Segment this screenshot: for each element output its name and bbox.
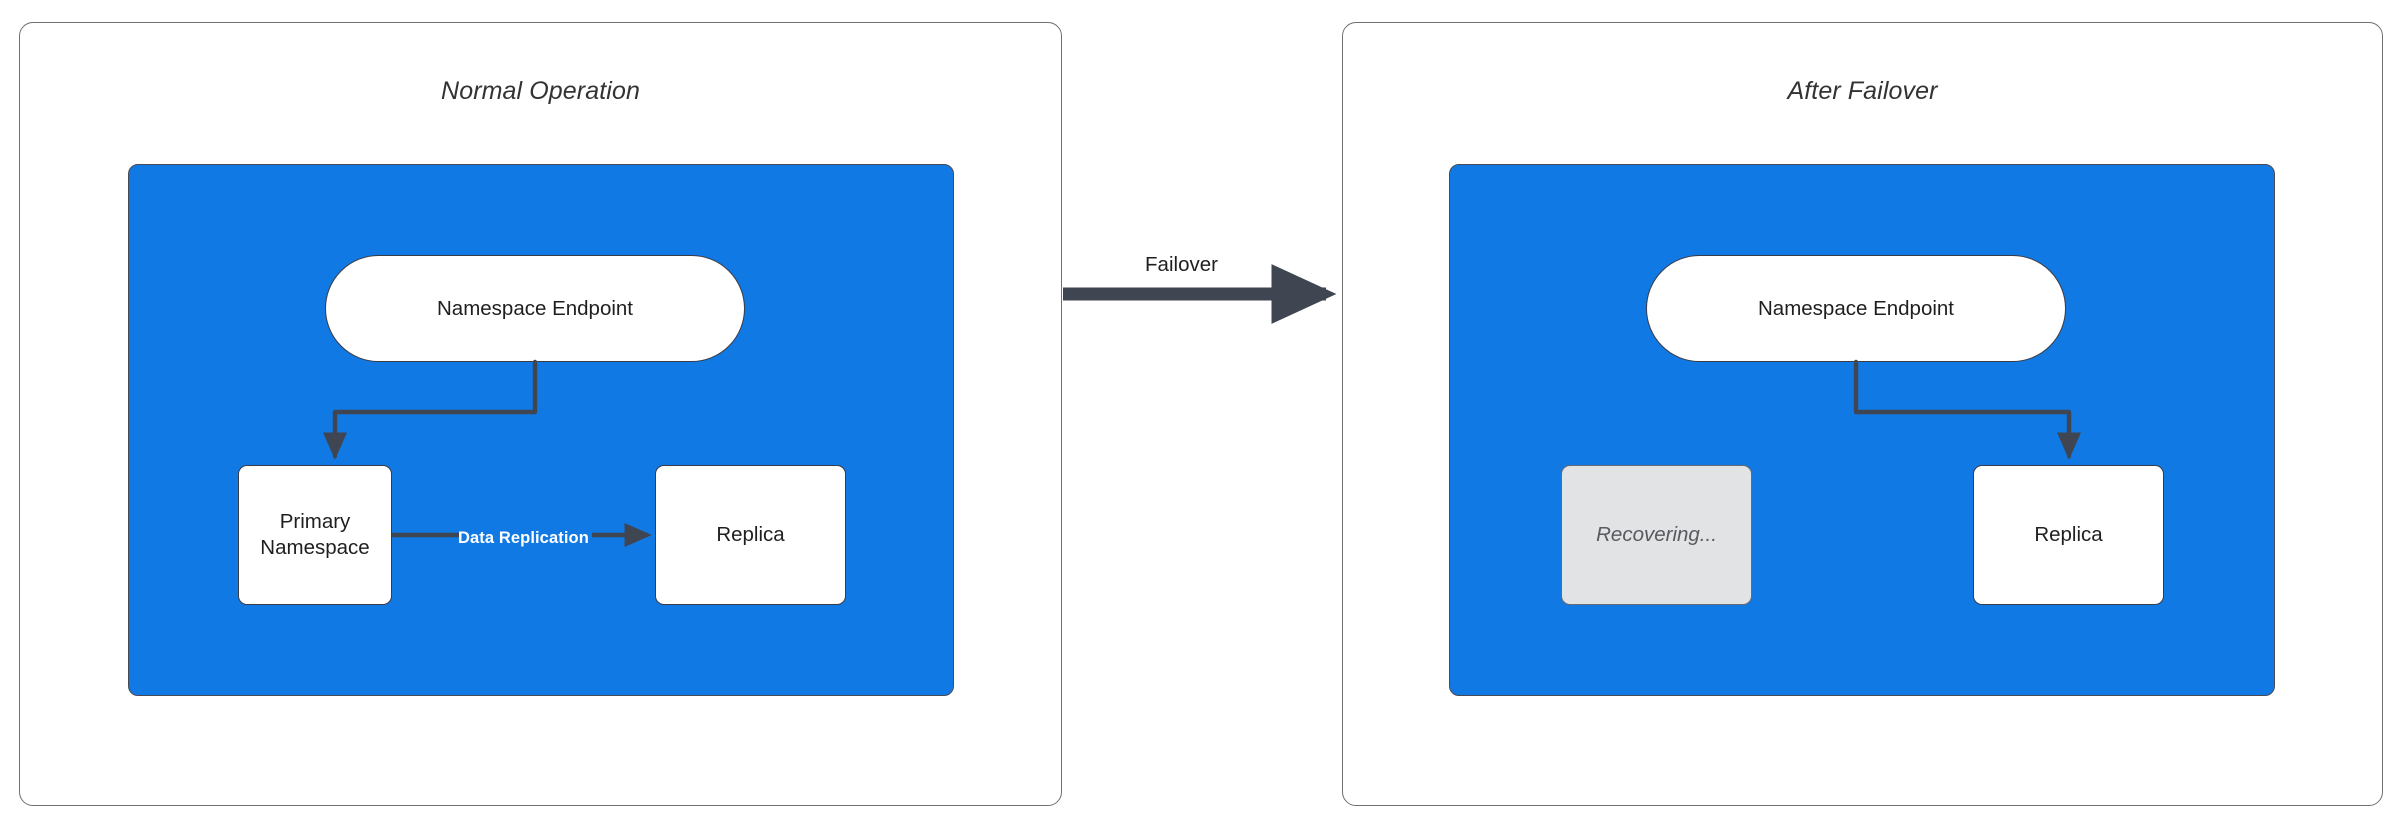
transition-label-failover: Failover [1145,253,1218,276]
node-namespace-endpoint-normal[interactable]: Namespace Endpoint [325,255,745,362]
node-label: Replica [716,523,785,547]
panel-title-after-failover: After Failover [1787,77,1938,105]
node-label-line2: Namespace [260,536,370,559]
node-namespace-endpoint-failover[interactable]: Namespace Endpoint [1646,255,2066,362]
node-label: Primary Namespace [260,509,369,561]
node-label: Namespace Endpoint [436,296,633,320]
node-replica-failover[interactable]: Replica [1973,465,2164,605]
node-label-line1: Primary [279,510,351,534]
edge-label-data-replication: Data Replication [458,529,589,547]
node-label: Recovering... [1596,523,1717,547]
node-recovering[interactable]: Recovering... [1561,465,1752,605]
node-primary-namespace[interactable]: Primary Namespace [238,465,392,605]
node-label: Replica [2034,523,2103,547]
node-replica-normal[interactable]: Replica [655,465,846,605]
panel-title-normal-operation: Normal Operation [441,77,640,105]
node-label: Namespace Endpoint [1757,296,1954,320]
blue-region-after-failover [1449,164,2275,696]
blue-region-normal-operation [128,164,954,696]
